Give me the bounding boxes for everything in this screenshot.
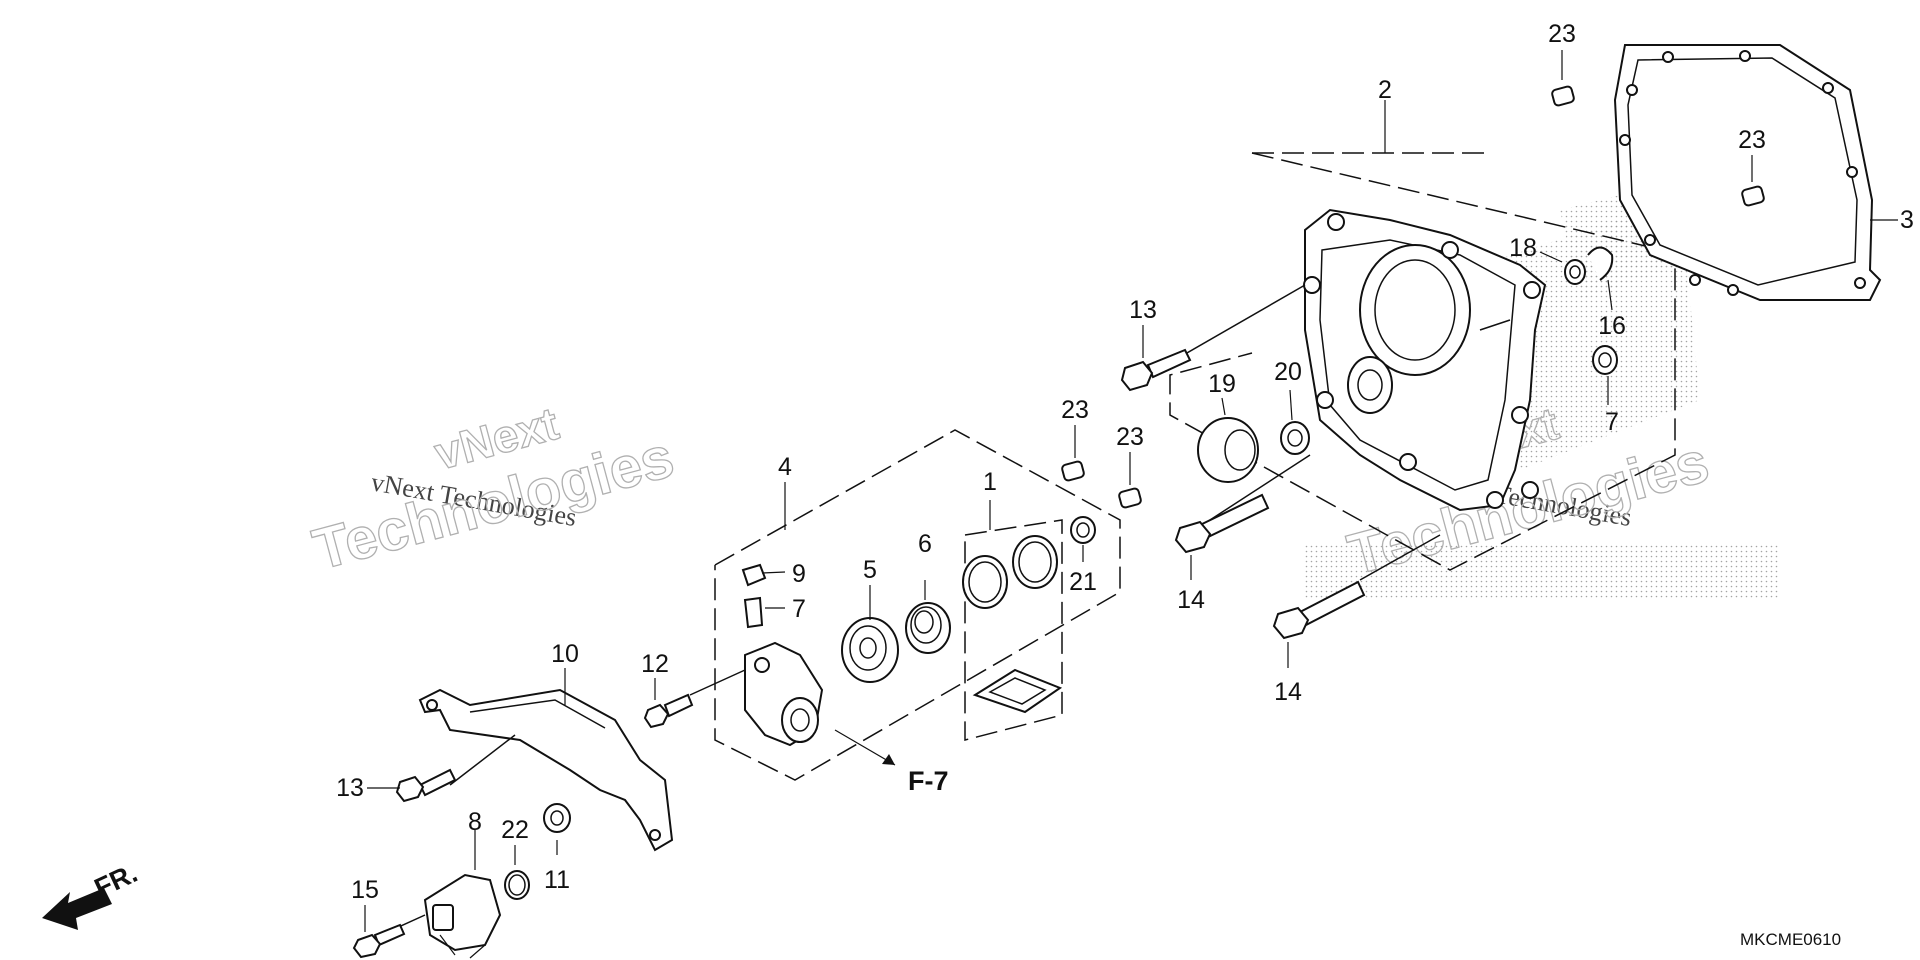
callout-10: 10: [551, 640, 579, 668]
bolt: [352, 905, 426, 959]
bearing: [1280, 389, 1310, 455]
callout-4: 4: [778, 453, 792, 481]
callout-8: 8: [468, 808, 482, 836]
diagram-code: MKCME0610: [1740, 930, 1841, 949]
callout-16: 16: [1598, 312, 1626, 340]
dowel-pin: [1741, 155, 1765, 207]
oil-seal: [1070, 516, 1096, 562]
callout-23: 23: [1548, 20, 1576, 48]
dowel-pin: [1061, 425, 1085, 482]
callout-21: 21: [1069, 568, 1097, 596]
callout-5: 5: [863, 556, 877, 584]
callout-9: 9: [792, 560, 806, 588]
callout-13: 13: [1129, 296, 1157, 324]
reference-label: F-7: [908, 766, 949, 796]
callout-1: 1: [983, 468, 997, 496]
callout-3: 3: [1900, 206, 1914, 234]
callout-20: 20: [1274, 358, 1302, 386]
bolt: [643, 669, 746, 729]
callout-6: 6: [918, 530, 932, 558]
callout-14: 14: [1274, 678, 1302, 706]
callout-14: 14: [1177, 586, 1205, 614]
dowel-pin: [1118, 452, 1142, 509]
gasket: [1613, 44, 1898, 301]
piston: [841, 585, 899, 683]
rubber-boot: [905, 580, 951, 654]
bolt: [1120, 284, 1306, 392]
o-ring: [962, 535, 1058, 609]
callout-7: 7: [792, 595, 806, 623]
callout-23: 23: [1116, 423, 1144, 451]
bearing: [1539, 251, 1586, 285]
grommet: [543, 803, 571, 855]
bolt: [395, 734, 516, 803]
callout-19: 19: [1208, 370, 1236, 398]
slave-cylinder: [744, 641, 896, 766]
transmission-cover: [1303, 208, 1547, 512]
callout-13: 13: [336, 774, 364, 802]
callout-22: 22: [501, 816, 529, 844]
callout-23: 23: [1061, 396, 1089, 424]
callout-7: 7: [1605, 408, 1619, 436]
bolt: [1272, 534, 1441, 668]
callout-12: 12: [641, 650, 669, 678]
o-ring: [504, 845, 530, 900]
callout-18: 18: [1509, 234, 1537, 262]
callout-23: 23: [1738, 126, 1766, 154]
mounting-bracket: [418, 668, 674, 852]
gear: [1197, 397, 1259, 483]
callout-15: 15: [351, 876, 379, 904]
front-direction-arrow: FR.: [42, 858, 142, 930]
circlip: [1587, 246, 1614, 311]
bleeder-screw: [743, 596, 785, 629]
dowel-pin: [1551, 50, 1575, 107]
oil-seal: [1592, 345, 1618, 405]
sensor: [423, 830, 502, 959]
callout-labels: 2 23 23 3 18 16 7 13 20 19 23 23 21 14 1…: [336, 20, 1914, 904]
label-tag: [972, 668, 1063, 714]
bolt: [1174, 454, 1311, 580]
callout-11: 11: [544, 866, 570, 894]
bleeder-cap: [741, 563, 786, 587]
callout-2: 2: [1378, 76, 1392, 104]
